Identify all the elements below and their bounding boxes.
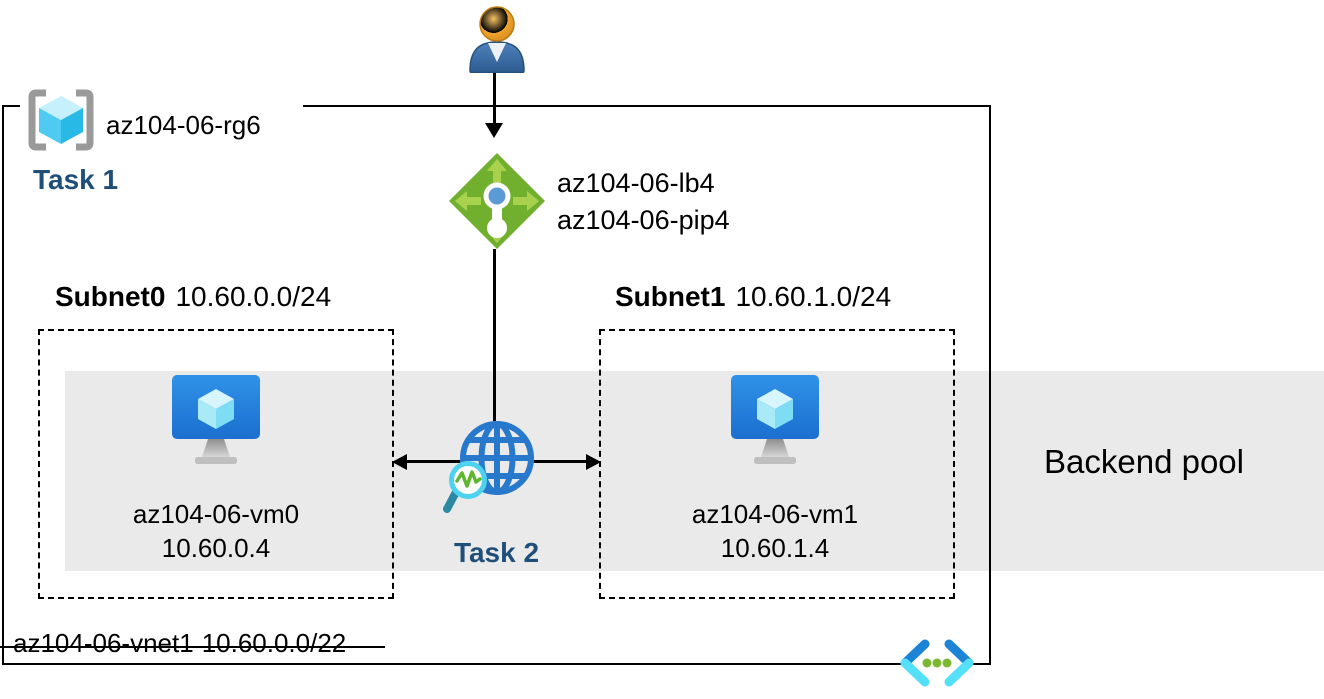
- vm1-name: az104-06-vm1: [691, 499, 859, 529]
- user-icon: [469, 6, 525, 73]
- backend-pool-band: [65, 371, 1324, 571]
- virtual-network-icon: [900, 639, 974, 687]
- vm-stand: [202, 439, 230, 457]
- vnet-bracket-left-top: [900, 639, 930, 668]
- vnet-bracket-left-bottom: [900, 658, 930, 687]
- vm0-name: az104-06-vm0: [132, 499, 300, 529]
- virtual-machine-icon-vm0: [172, 375, 260, 464]
- rg-cube-left: [39, 108, 61, 144]
- lb-node-bottom: [487, 218, 507, 238]
- load-balancer-icon: [449, 153, 545, 249]
- rg-cube-right: [61, 108, 83, 144]
- lb-node-dot: [488, 187, 506, 205]
- vm-cube-right: [216, 399, 234, 429]
- magnifier-pulse: [455, 470, 482, 488]
- user-collar: [488, 43, 506, 62]
- user-head: [479, 6, 515, 42]
- vm1-label: az104-06-vm1 10.60.1.4: [645, 497, 905, 565]
- subnet0-name: Subnet0: [55, 281, 166, 312]
- subnet0-cidr: 10.60.0.0/24: [175, 281, 332, 312]
- vm0-ip: 10.60.0.4: [161, 533, 271, 563]
- load-balancer-name: az104-06-lb4: [557, 168, 715, 198]
- vm-cube-left: [198, 399, 216, 429]
- vm0-label: az104-06-vm0 10.60.0.4: [86, 497, 346, 565]
- magnifier-handle: [443, 488, 460, 513]
- subnet0-header: Subnet0 10.60.0.0/24: [55, 281, 331, 313]
- subnet-link-arrowhead-left: [392, 454, 407, 470]
- user-to-lb-line: [493, 73, 496, 124]
- backend-pool-label: Backend pool: [1044, 443, 1244, 480]
- task1-label: Task 1: [33, 164, 119, 195]
- resource-group-name: az104-06-rg6: [106, 110, 261, 140]
- resource-group-icon: [28, 89, 94, 151]
- globe-wireframe: [460, 421, 534, 495]
- subnet-link-arrowhead-right: [586, 454, 601, 470]
- task2-label: Task 2: [453, 537, 540, 568]
- subnet1-header: Subnet1 10.60.1.0/24: [615, 281, 891, 313]
- vnet-dots: [922, 658, 952, 668]
- lb-to-task2-line: [493, 249, 496, 462]
- rg-bracket-right: [76, 89, 94, 151]
- vnet-bracket-right-bottom: [944, 658, 974, 687]
- rg-bracket-left: [28, 89, 46, 151]
- vnet-bracket-right-top: [944, 639, 974, 668]
- virtual-machine-icon-vm1: [731, 375, 819, 464]
- resource-group-box: [2, 105, 991, 665]
- subnet1-name: Subnet1: [615, 281, 726, 312]
- network-watcher-icon: [443, 421, 534, 513]
- vnet-cidr: 10.60.0.0/22: [201, 628, 347, 658]
- subnet1-cidr: 10.60.1.0/24: [735, 281, 892, 312]
- vm-base: [195, 457, 237, 464]
- public-ip-name: az104-06-pip4: [557, 205, 730, 235]
- vnet-name: az104-06-vnet1: [13, 628, 194, 658]
- vm1-ip: 10.60.1.4: [720, 533, 830, 563]
- user-to-lb-arrowhead: [485, 123, 503, 138]
- vnet-strike-line: [0, 646, 385, 648]
